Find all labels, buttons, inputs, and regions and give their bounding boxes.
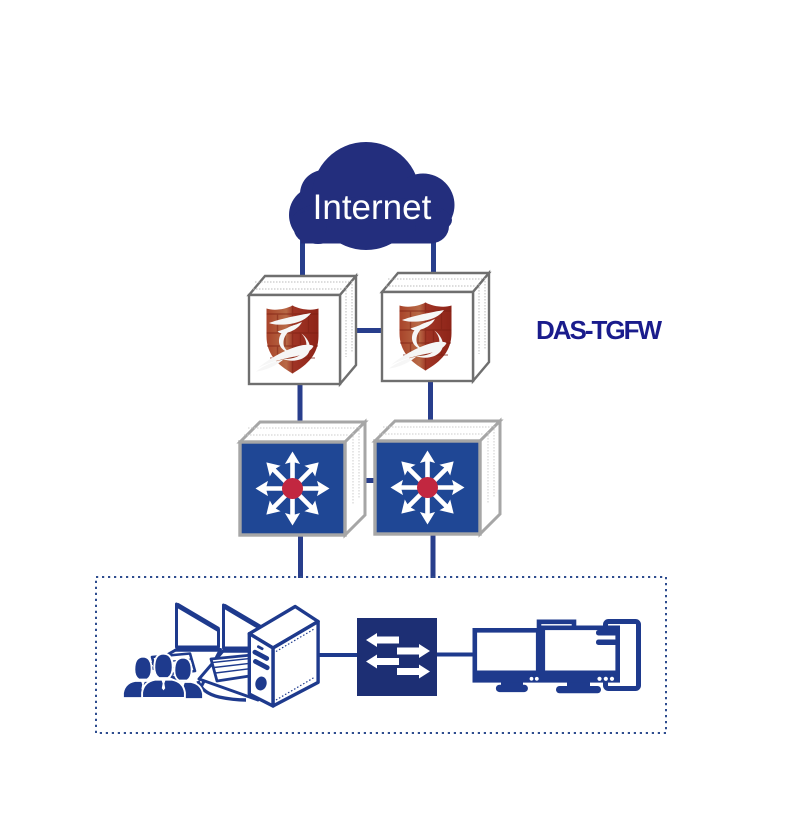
svg-text:Internet: Internet <box>313 188 432 227</box>
svg-text:DAS-TGFW: DAS-TGFW <box>536 315 663 345</box>
